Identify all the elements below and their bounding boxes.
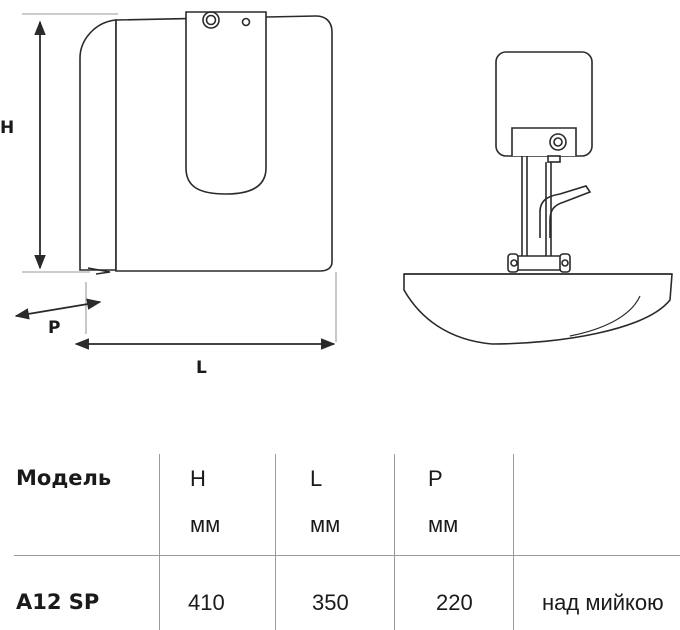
header-l-symbol: L xyxy=(310,466,323,491)
row-p-value: 220 xyxy=(436,590,473,615)
depth-arrow xyxy=(14,298,102,320)
installation-view xyxy=(403,51,673,345)
header-h-unit: мм xyxy=(190,512,221,537)
row-l-value: 350 xyxy=(312,590,349,615)
header-model: Модель xyxy=(16,466,112,490)
header-p-symbol: P xyxy=(428,466,443,491)
row-h-value: 410 xyxy=(188,590,225,615)
header-p-unit: мм xyxy=(428,512,459,537)
row-note: над мийкою xyxy=(542,590,664,615)
header-l-unit: мм xyxy=(310,512,341,537)
depth-label: P xyxy=(48,318,61,338)
height-label: H xyxy=(0,118,15,138)
heater-front-view xyxy=(79,11,333,275)
header-h-symbol: H xyxy=(190,466,206,491)
water-heater-diagram xyxy=(14,11,673,350)
row-model: A12 SP xyxy=(16,590,100,614)
length-label: L xyxy=(196,358,207,378)
dimension-guides xyxy=(22,13,337,342)
